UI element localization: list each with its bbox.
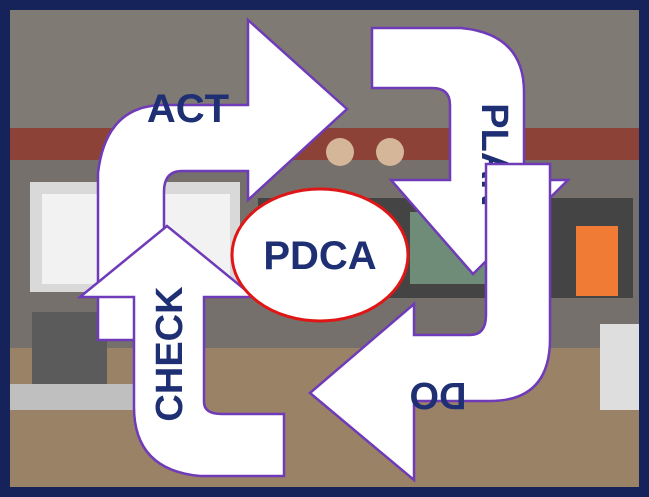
- do-arrow: [308, 162, 552, 483]
- pdca-center-circle: [230, 187, 410, 323]
- background-photo: ACT PLAN DO CHECK PDCA: [10, 10, 639, 487]
- check-label: CHECK: [149, 286, 191, 422]
- pdca-diagram: ACT PLAN DO CHECK PDCA: [10, 10, 639, 487]
- act-label: ACT: [147, 87, 229, 131]
- do-label: DO: [410, 374, 467, 416]
- pdca-title: PDCA: [263, 234, 376, 278]
- check-arrow: [76, 224, 286, 478]
